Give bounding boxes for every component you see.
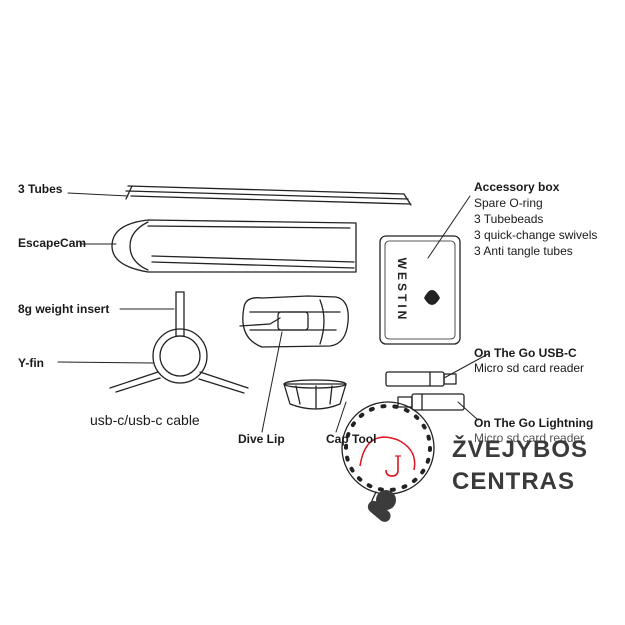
watermark-line1: ŽVEJYBOS [452, 436, 589, 463]
usb-c-leader [443, 353, 489, 379]
usb-c-reader-title: On The Go USB-C [474, 346, 577, 360]
yfin-drawing [109, 291, 249, 394]
accessory-item: Spare O-ring [474, 196, 543, 210]
accessory-box-drawing: WESTIN [379, 235, 461, 345]
dive-lip-leader [261, 331, 283, 433]
watermark-logo [359, 436, 416, 522]
lightning-reader-subtitle: Micro sd card reader [474, 431, 585, 445]
tubes-leader [67, 192, 129, 197]
accessory-item: 3 quick-change swivels [474, 228, 598, 242]
cap-tool-drawing [283, 379, 347, 410]
accessory-item: 3 Anti tangle tubes [474, 244, 573, 258]
lightning-leader [457, 401, 479, 421]
accessory-item: 3 Tubebeads [474, 212, 544, 226]
westin-brand: WESTIN [395, 258, 409, 323]
label-yfin: Y-fin [18, 356, 44, 370]
cap-tool-leader [335, 401, 347, 433]
label-tubes: 3 Tubes [18, 182, 63, 196]
watermark-line2: CENTRAS [452, 468, 576, 495]
dive-lip-drawing [239, 295, 349, 348]
label-cap-tool: Cap Tool [326, 432, 377, 446]
lightning-reader-drawing [397, 393, 465, 411]
label-dive-lip: Dive Lip [238, 432, 285, 446]
lightning-reader-title: On The Go Lightning [474, 416, 594, 430]
accessory-leader [427, 195, 471, 259]
westin-fish-logo [424, 290, 440, 305]
tubes-drawing [125, 185, 412, 206]
label-escapecam: EscapeCam [18, 236, 87, 250]
label-cable: usb-c/usb-c cable [90, 412, 200, 428]
label-weight-insert: 8g weight insert [18, 302, 110, 316]
accessory-box-title: Accessory box [474, 180, 560, 194]
usb-c-reader-drawing [385, 371, 457, 387]
usb-c-reader-subtitle: Micro sd card reader [474, 361, 585, 375]
yfin-leader [57, 361, 155, 364]
escapecam-drawing [111, 219, 357, 273]
